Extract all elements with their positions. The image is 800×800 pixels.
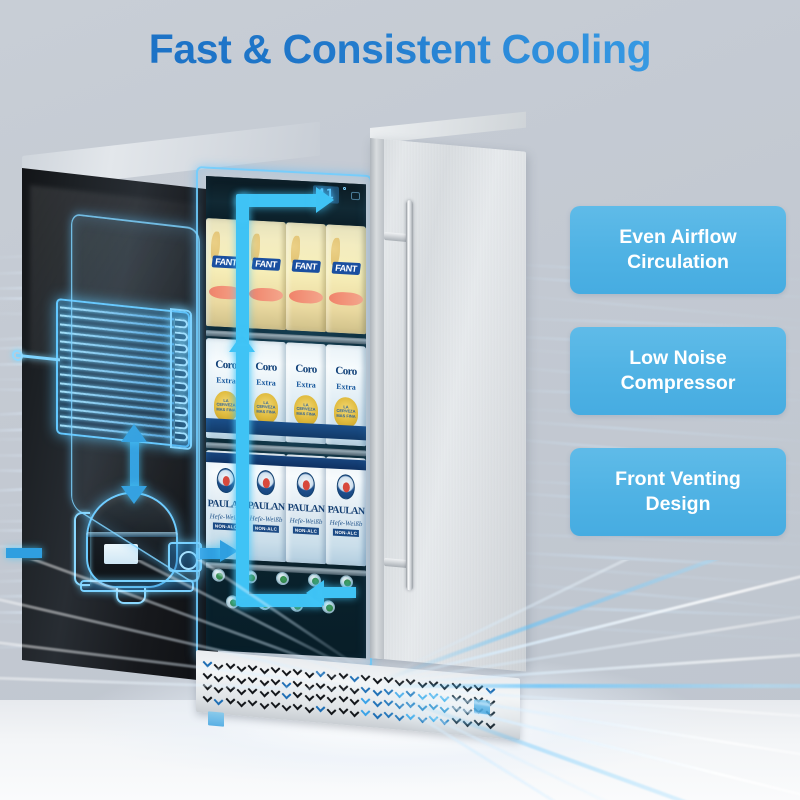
coil-inlet-node (12, 349, 23, 361)
beverage-can: PAULANHefe-WeißbNON-ALC (286, 454, 326, 564)
compressor-intake-stroke (6, 548, 42, 558)
light-ray (380, 638, 800, 686)
airflow-arrow-right-icon (316, 187, 334, 213)
callout-low-noise[interactable]: Low Noise Compressor (570, 327, 786, 415)
airflow-loop-return (236, 346, 249, 596)
airflow-loop-corner-top (236, 194, 249, 220)
callout-line-1: Front Venting (615, 468, 741, 490)
callout-even-airflow[interactable]: Even Airflow Circulation (570, 206, 786, 294)
light-ray (380, 685, 800, 733)
beverage-can: FANT (286, 222, 326, 332)
feature-callouts: Even Airflow Circulation Low Noise Compr… (570, 206, 786, 569)
beverage-can: PAULANHefe-WeißbNON-ALC (246, 452, 286, 562)
callout-line-1: Low Noise (629, 347, 727, 369)
callout-line-2: Compressor (621, 372, 736, 394)
callout-front-venting[interactable]: Front Venting Design (570, 448, 786, 536)
beverage-can: FANT (246, 220, 286, 330)
beverage-can: PAULANHefe-WeißbNON-ALC (326, 456, 366, 566)
degree-symbol-icon (343, 187, 346, 190)
light-ray (0, 560, 380, 689)
display-button-icon[interactable] (351, 192, 360, 200)
beverage-can: CoroExtraLACERVEZAMAS FINA (326, 344, 366, 446)
airflow-rays (0, 560, 800, 800)
shelf-2: CoroExtraLACERVEZAMAS FINACoroExtraLACER… (206, 338, 366, 446)
light-ray (379, 560, 800, 681)
light-ray (379, 691, 800, 800)
beverage-can: CoroExtraLACERVEZAMAS FINA (286, 342, 326, 444)
callout-line-2: Design (645, 493, 710, 515)
light-ray (0, 560, 381, 687)
shelf-1: FANTFANTFANTFANT (206, 218, 366, 334)
callout-line-2: Circulation (627, 251, 729, 273)
callout-line-1: Even Airflow (619, 226, 736, 248)
beverage-can: FANT (326, 224, 366, 334)
door-handle[interactable] (406, 200, 413, 591)
beverage-can: CoroExtraLACERVEZAMAS FINA (246, 340, 286, 442)
light-ray (380, 684, 800, 688)
